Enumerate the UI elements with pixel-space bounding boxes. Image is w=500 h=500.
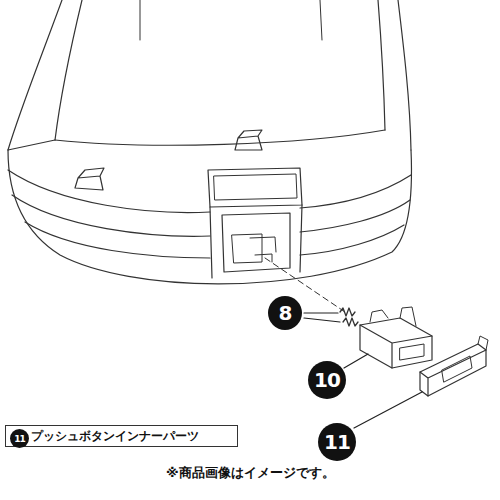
part-name-row: プッシュボタンインナーパーツ 11 <box>5 425 238 447</box>
push-button-face <box>442 356 472 382</box>
latch-top-inner <box>214 174 297 200</box>
latch-top <box>208 168 302 207</box>
lock-mechanism-edges <box>360 325 432 368</box>
lock-mechanism-window <box>400 344 424 360</box>
lock-mechanism-lugs <box>370 307 416 326</box>
callout-text: 11 <box>324 430 350 454</box>
latch-sides <box>210 205 302 278</box>
case-shell <box>8 150 412 284</box>
push-button-inner <box>420 344 486 396</box>
spring-part <box>343 318 358 326</box>
case-band-3 <box>25 222 404 258</box>
part-name: プッシュボタンインナーパーツ <box>31 428 199 445</box>
callout-number: 11 <box>318 423 356 461</box>
callout-number: 11 <box>10 429 29 448</box>
case-ribs <box>140 0 322 40</box>
case-rim <box>55 130 385 145</box>
leader-line <box>304 312 338 313</box>
latch-opening <box>222 213 290 272</box>
callout-text: 11 <box>14 434 25 444</box>
leader-line <box>354 392 422 428</box>
callout-number: 8 <box>268 296 302 330</box>
case-right-wall <box>398 0 411 150</box>
leader-line <box>304 318 340 322</box>
leader-line <box>344 354 368 368</box>
callout-text: 8 <box>279 301 292 325</box>
callout-number: 10 <box>308 361 346 399</box>
callout-text: 10 <box>314 368 340 392</box>
push-button-tab <box>478 336 488 350</box>
image-note: ※商品画像はイメージです。 <box>166 464 335 482</box>
case-left-inner <box>55 0 82 140</box>
case-tab-left <box>75 168 104 190</box>
push-button-edges <box>420 350 486 396</box>
case-corner <box>8 140 55 150</box>
spring-part <box>340 308 355 316</box>
case-tab-right <box>235 130 262 150</box>
lock-mechanism <box>360 318 432 368</box>
case-right-inner <box>378 0 385 130</box>
latch-slot <box>232 234 276 263</box>
case-left-wall <box>8 0 62 150</box>
